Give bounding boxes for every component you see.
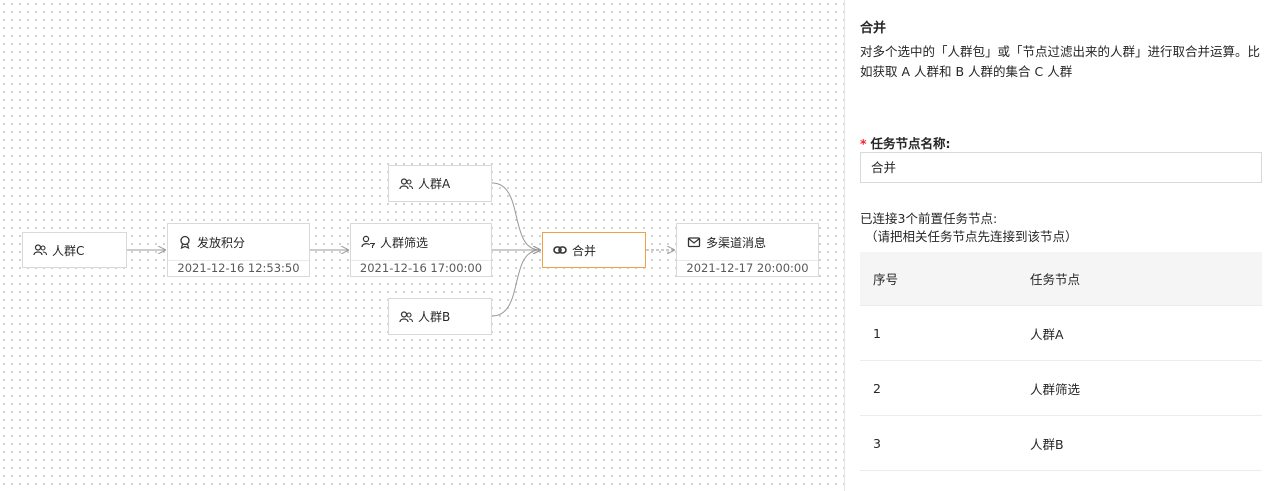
required-mark: * [860,136,867,151]
node-crowd-b[interactable]: 人群B [388,298,492,335]
row-index: 2 [873,380,881,396]
node-time: 2021-12-17 20:00:00 [677,260,818,275]
table-header: 序号 任务节点 [860,252,1262,306]
edge-a-to-merge [491,182,540,250]
mail-icon [687,237,701,248]
table-row: 3 人群B [860,416,1262,471]
edge-b-to-merge [491,250,540,317]
row-index: 3 [873,435,881,451]
header-task-node: 任务节点 [1030,272,1081,287]
node-crowd-a[interactable]: 人群A [388,165,492,202]
node-label: 人群B [418,310,451,324]
node-award-points[interactable]: 发放积分 2021-12-16 12:53:50 [167,223,310,277]
user-filter-icon [361,235,375,248]
panel-description: 对多个选中的「人群包」或「节点过滤出来的人群」进行取合并运算。比如获取 A 人群… [860,44,1261,79]
node-label: 人群C [52,243,85,258]
header-index: 序号 [873,272,899,287]
crowd-icon [399,310,413,322]
node-multi-channel-message[interactable]: 多渠道消息 2021-12-17 20:00:00 [676,223,819,277]
crowd-icon [33,244,47,256]
node-crowd-c[interactable]: 人群C [22,232,127,268]
node-time: 2021-12-16 17:00:00 [351,260,491,275]
row-task-node: 人群B [1030,436,1064,452]
table-row: 2 人群筛选 [860,361,1262,416]
award-icon [180,235,190,249]
node-label: 发放积分 [197,235,246,250]
node-config-panel: 合并 对多个选中的「人群包」或「节点过滤出来的人群」进行取合并运算。比如获取 A… [844,0,1281,491]
flow-edges [127,182,844,317]
crowd-icon [399,177,413,189]
node-label: 合并 [572,243,597,258]
task-node-name-input[interactable]: 合并 [860,152,1262,183]
connected-nodes-info: 已连接3个前置任务节点: [860,211,998,226]
row-task-node: 人群A [1030,326,1064,342]
node-merge[interactable]: 合并 [542,232,646,268]
node-label: 人群筛选 [380,235,429,250]
panel-title: 合并 [860,21,887,36]
connected-nodes-table: 序号 任务节点 1 人群A 2 人群筛选 3 人群B [860,252,1262,471]
merge-icon [553,246,567,254]
node-time: 2021-12-16 12:53:50 [168,260,309,275]
node-crowd-filter[interactable]: 人群筛选 2021-12-16 17:00:00 [350,223,492,277]
node-label: 多渠道消息 [706,235,767,250]
table-row: 1 人群A [860,306,1262,361]
row-task-node: 人群筛选 [1030,381,1081,397]
row-index: 1 [873,325,881,341]
flow-canvas[interactable]: 人群C 发放积分 2021-12-16 12:53:50 人群筛选 2021-1… [0,0,844,491]
node-label: 人群A [418,177,451,191]
connected-nodes-hint: （请把相关任务节点先连接到该节点） [865,229,1078,244]
task-node-name-label: *任务节点名称: [860,136,951,151]
